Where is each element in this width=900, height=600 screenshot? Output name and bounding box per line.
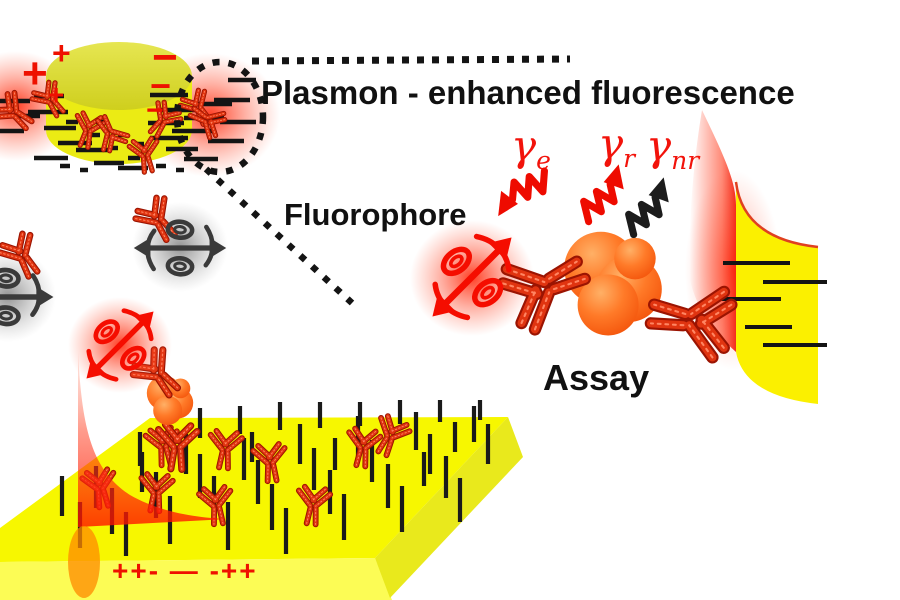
minus-charge: −: [146, 94, 164, 127]
photon-wiggle-arrow-excitation-icon: [489, 171, 553, 216]
minus-charge: −: [150, 65, 171, 106]
evanescent-field-decay: [78, 352, 228, 527]
nanodisk-group: + + + − − −: [0, 33, 280, 177]
gamma-r-label: γr: [598, 119, 637, 173]
magnifier-callout: [173, 55, 571, 306]
figure-title: Plasmon - enhanced fluorescence: [261, 74, 795, 111]
free-conjugate-1: [132, 194, 228, 294]
gold-band: [736, 180, 818, 404]
gold-film-slab: ++- — -++: [0, 297, 523, 600]
gold-surface-right: [685, 110, 827, 404]
minus-charge: −: [152, 33, 178, 82]
photon-wiggle-arrow-nonradiative-icon: [617, 177, 680, 234]
callout-dotted-line-diagonal: [203, 166, 355, 306]
dotted-zoom-circle: [173, 58, 267, 176]
free-conjugate-2: [0, 231, 56, 345]
plus-charge: +: [22, 49, 48, 98]
assay-sandwich: [410, 220, 733, 359]
decay-foot-orange: [68, 526, 100, 598]
assay-label: Assay: [543, 357, 649, 398]
callout-dotted-line-top: [251, 55, 571, 65]
gamma-e-label: γe: [511, 121, 551, 175]
disk-charges: + + + − − −: [22, 33, 178, 127]
gold-band-edge: [734, 181, 819, 249]
decay-rate-labels: γe γr γnr: [511, 119, 701, 175]
fluorophore-label: Fluorophore: [284, 197, 467, 232]
surface-charge-row: ++- — -++: [112, 555, 258, 586]
gamma-nr-label: γnr: [646, 121, 701, 175]
plus-charge: +: [52, 35, 71, 71]
plus-charge: +: [48, 79, 64, 110]
